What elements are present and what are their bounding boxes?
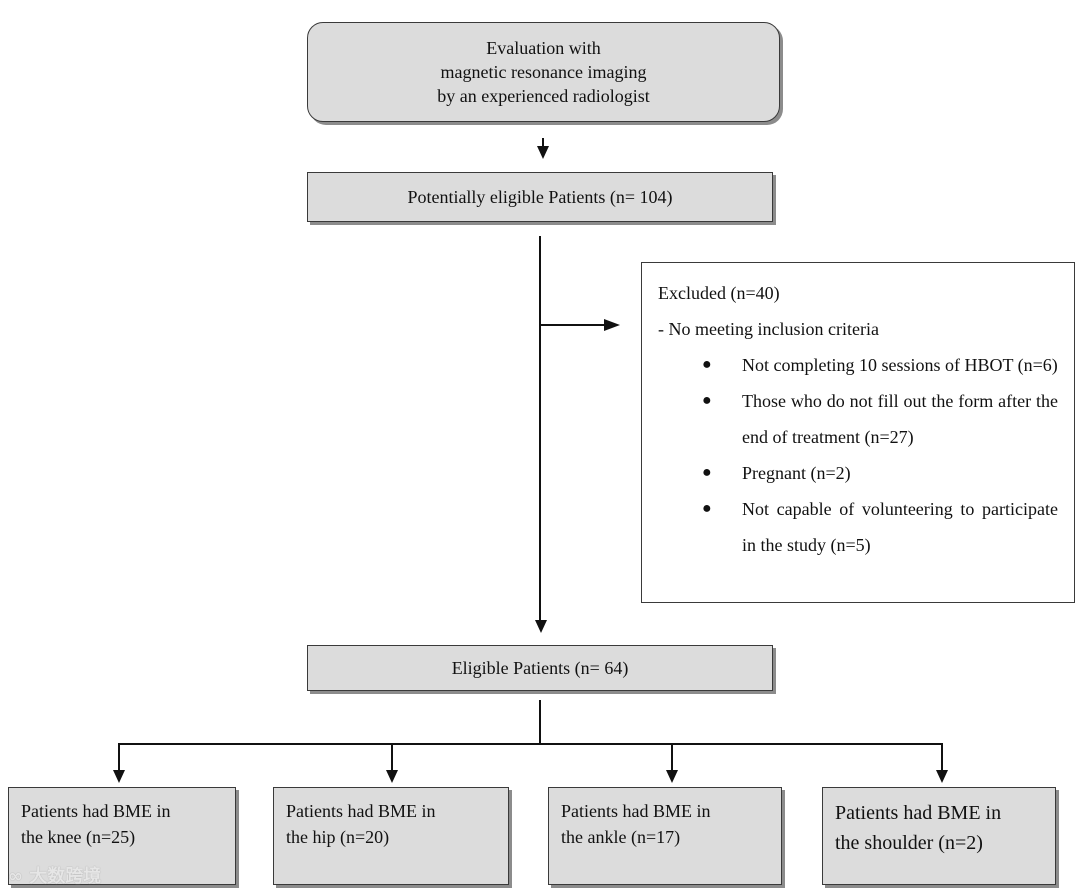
excluded-item: ● Those who do not fill out the form aft…: [658, 383, 1058, 455]
bullet-icon: ●: [702, 356, 712, 373]
watermark-logo-icon: ∞: [8, 866, 30, 887]
connector-to-ankle: [671, 743, 673, 771]
subgroup-hip-line-1: Patients had BME in: [286, 801, 436, 821]
connector-horizontal-split: [118, 743, 943, 745]
bullet-icon: ●: [702, 500, 712, 517]
watermark: ∞ 大数跨境: [8, 862, 101, 888]
subgroup-ankle-box: Patients had BME in the ankle (n=17): [548, 787, 782, 885]
excluded-criteria-list: ● Not completing 10 sessions of HBOT (n=…: [658, 347, 1058, 563]
excluded-item-text: Those who do not fill out the form after…: [742, 391, 1058, 447]
watermark-text: 大数跨境: [29, 866, 102, 887]
subgroup-shoulder-box: Patients had BME in the shoulder (n=2): [822, 787, 1056, 885]
arrow-to-ankle: [666, 770, 678, 783]
subgroup-knee-line-1: Patients had BME in: [21, 801, 171, 821]
evaluation-line-2: magnetic resonance imaging: [440, 62, 647, 82]
subgroup-knee-box: Patients had BME in the knee (n=25): [8, 787, 236, 885]
connector-eligible-down: [539, 700, 541, 744]
connector-to-knee: [118, 743, 120, 771]
connector-potential-to-eligible: [539, 236, 541, 620]
connector-to-excluded: [540, 324, 606, 326]
excluded-item-text: Not completing 10 sessions of HBOT (n=6): [742, 355, 1058, 375]
excluded-subtitle: - No meeting inclusion criteria: [658, 319, 879, 339]
eligible-label: Eligible Patients (n= 64): [451, 657, 629, 678]
subgroup-ankle-line-2: the ankle (n=17): [561, 827, 681, 847]
connector-to-hip: [391, 743, 393, 771]
excluded-item: ● Pregnant (n=2): [658, 455, 1058, 491]
excluded-item-text: Not capable of volunteering to participa…: [742, 499, 1058, 555]
potentially-eligible-label: Potentially eligible Patients (n= 104): [407, 186, 673, 207]
potentially-eligible-box: Potentially eligible Patients (n= 104): [307, 172, 773, 222]
subgroup-shoulder-line-2: the shoulder (n=2): [835, 832, 983, 854]
excluded-box: Excluded (n=40) - No meeting inclusion c…: [641, 262, 1075, 603]
excluded-item: ● Not capable of volunteering to partici…: [658, 491, 1058, 563]
evaluation-box: Evaluation with magnetic resonance imagi…: [307, 22, 780, 122]
excluded-item-text: Pregnant (n=2): [742, 463, 851, 483]
arrow-to-eligible: [535, 620, 547, 633]
subgroup-shoulder-line-1: Patients had BME in: [835, 802, 1002, 824]
subgroup-hip-line-2: the hip (n=20): [286, 827, 390, 847]
subgroup-knee-line-2: the knee (n=25): [21, 827, 136, 847]
evaluation-line-1: Evaluation with: [486, 38, 601, 58]
arrow-eval-to-potential: [537, 146, 549, 159]
arrow-to-knee: [113, 770, 125, 783]
subgroup-ankle-line-1: Patients had BME in: [561, 801, 711, 821]
bullet-icon: ●: [702, 464, 712, 481]
eligible-box: Eligible Patients (n= 64): [307, 645, 773, 691]
arrow-to-shoulder: [936, 770, 948, 783]
connector-to-shoulder: [941, 743, 943, 771]
connector-eval-to-potential: [542, 138, 544, 148]
arrow-to-hip: [386, 770, 398, 783]
excluded-title: Excluded (n=40): [658, 283, 780, 303]
excluded-item: ● Not completing 10 sessions of HBOT (n=…: [658, 347, 1058, 383]
evaluation-line-3: by an experienced radiologist: [437, 86, 650, 106]
bullet-icon: ●: [702, 392, 712, 409]
arrow-to-excluded: [604, 319, 620, 331]
subgroup-hip-box: Patients had BME in the hip (n=20): [273, 787, 509, 885]
